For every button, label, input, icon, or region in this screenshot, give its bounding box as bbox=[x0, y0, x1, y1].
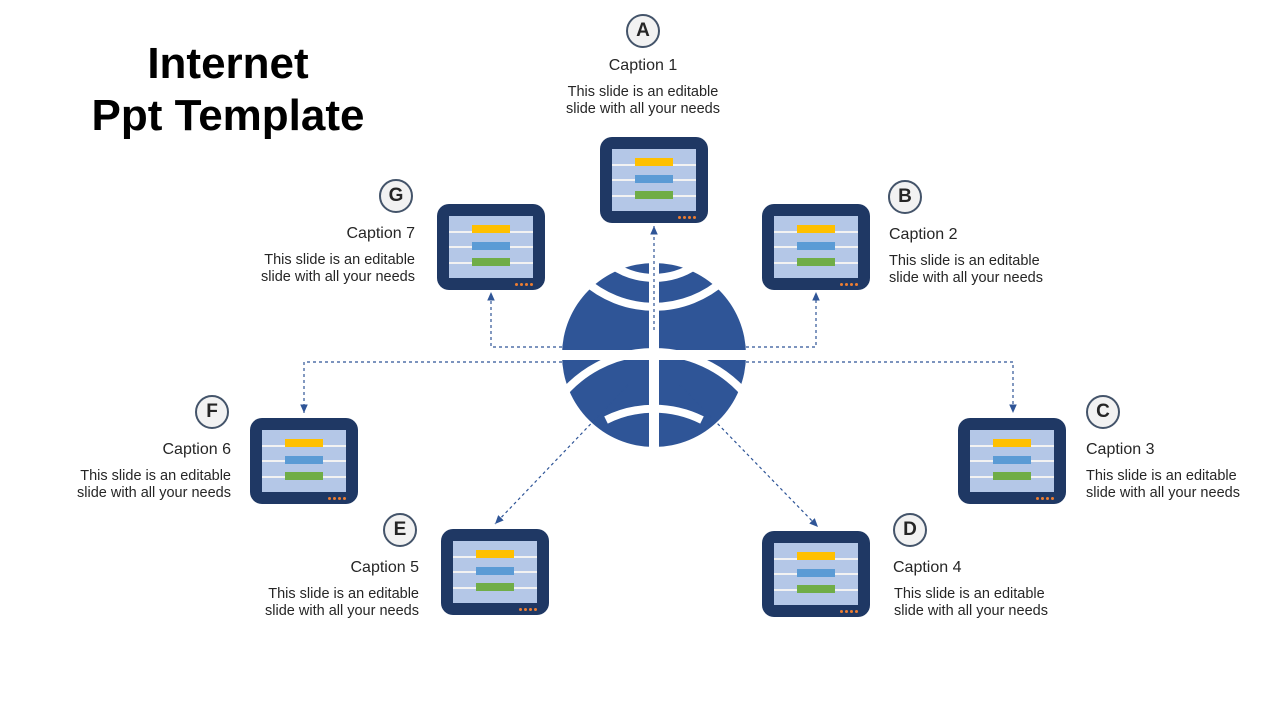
description-2-line-1: This slide is an editable bbox=[889, 253, 1040, 269]
caption-3: Caption 3 bbox=[1086, 441, 1155, 458]
badge-e: E bbox=[383, 513, 417, 547]
caption-1: Caption 1 bbox=[608, 57, 678, 74]
device-icon-d bbox=[762, 531, 870, 617]
description-4-line-2: slide with all your needs bbox=[894, 603, 1048, 619]
connector-c bbox=[740, 361, 1017, 413]
description-1-line-1: This slide is an editable bbox=[567, 84, 719, 100]
description-7-line-2: slide with all your needs bbox=[261, 269, 415, 285]
caption-2: Caption 2 bbox=[889, 226, 958, 243]
description-5-line-2: slide with all your needs bbox=[265, 603, 419, 619]
badge-b: B bbox=[888, 180, 922, 214]
badge-c: C bbox=[1086, 395, 1120, 429]
badge-d: D bbox=[893, 513, 927, 547]
description-3-line-1: This slide is an editable bbox=[1086, 468, 1237, 484]
description-6-line-2: slide with all your needs bbox=[77, 485, 231, 501]
globe-icon bbox=[554, 258, 754, 452]
device-icon-a bbox=[600, 137, 708, 223]
description-4-line-1: This slide is an editable bbox=[894, 586, 1045, 602]
description-6-line-1: This slide is an editable bbox=[80, 468, 231, 484]
connector-g bbox=[487, 292, 568, 348]
device-icon-f bbox=[250, 418, 358, 504]
badge-a: A bbox=[626, 14, 660, 48]
device-icon-b bbox=[762, 204, 870, 290]
connector-f bbox=[300, 361, 568, 413]
badge-g: G bbox=[379, 179, 413, 213]
caption-4: Caption 4 bbox=[893, 559, 962, 576]
title-line-1: Internet bbox=[147, 39, 309, 88]
caption-5: Caption 5 bbox=[350, 559, 420, 576]
caption-6: Caption 6 bbox=[162, 441, 232, 458]
description-1-line-2: slide with all your needs bbox=[566, 101, 720, 117]
badge-f: F bbox=[195, 395, 229, 429]
device-icon-c bbox=[958, 418, 1066, 504]
device-icon-e bbox=[441, 529, 549, 615]
description-3-line-2: slide with all your needs bbox=[1086, 485, 1240, 501]
title-line-2: Ppt Template bbox=[91, 91, 365, 140]
connector-b bbox=[740, 292, 820, 348]
description-7-line-1: This slide is an editable bbox=[264, 252, 415, 268]
description-5-line-1: This slide is an editable bbox=[268, 586, 419, 602]
description-2-line-2: slide with all your needs bbox=[889, 270, 1043, 286]
connector-e bbox=[494, 384, 629, 525]
caption-7: Caption 7 bbox=[346, 225, 416, 242]
device-icon-g bbox=[437, 204, 545, 290]
slide-title: Internet Ppt Template bbox=[60, 38, 396, 142]
